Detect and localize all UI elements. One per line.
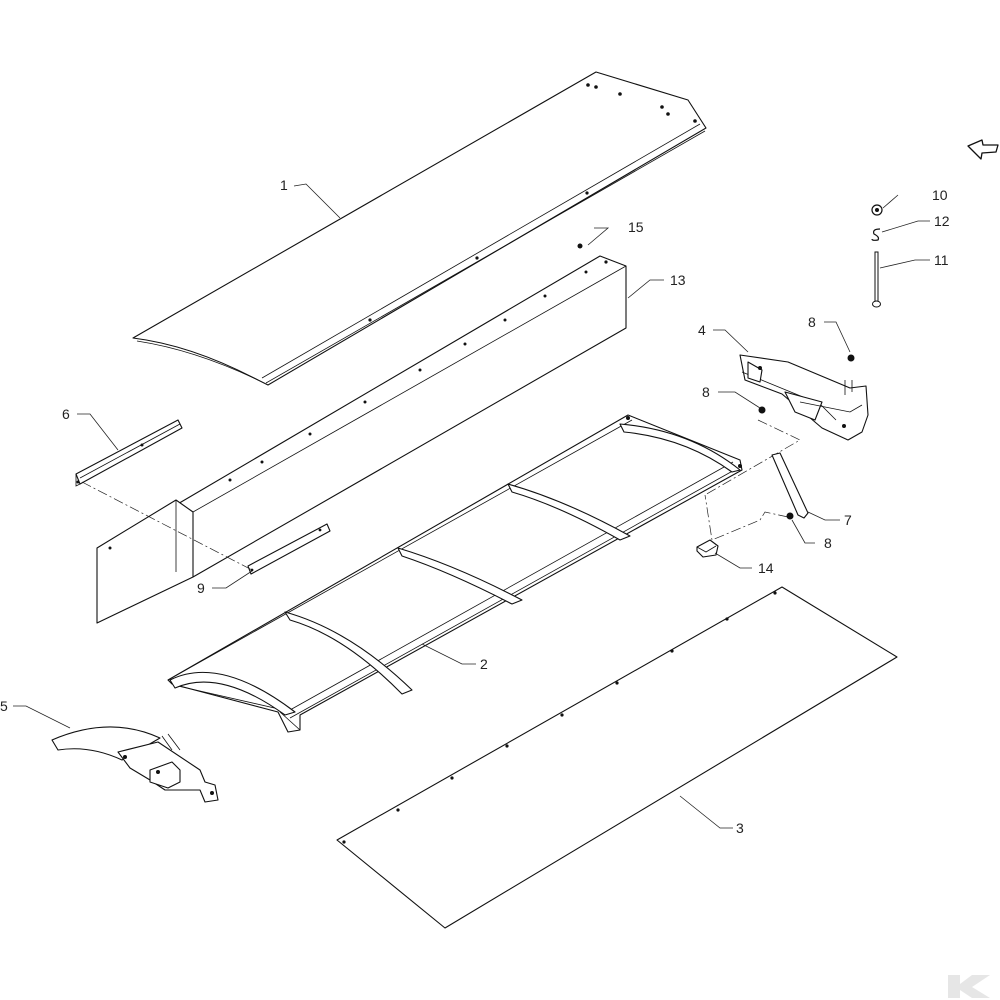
part-hinge-bracket: [51, 726, 219, 803]
part-latch-arm: [739, 354, 869, 441]
callout-13: 13: [670, 272, 686, 288]
callout-11: 11: [934, 252, 949, 268]
callout-1: 1: [280, 177, 288, 193]
callout-9: 9: [197, 580, 205, 596]
part-side-panel: [96, 255, 627, 624]
callout-8-middle: 8: [702, 384, 710, 400]
part-spring-clip: [871, 228, 881, 241]
part-pull-rod: [872, 251, 881, 308]
callout-3: 3: [736, 820, 744, 836]
part-cap: [871, 204, 883, 216]
leader-lines: [13, 183, 930, 829]
part-latch-rod: [771, 452, 809, 519]
part-upper-strip: [75, 419, 183, 487]
callout-2: 2: [480, 656, 488, 672]
assembly-line-bracket-bottom: [704, 494, 789, 541]
callout-7: 7: [844, 512, 852, 528]
part-lower-strip: [247, 523, 331, 575]
part-bottom-sheet: [336, 586, 898, 929]
part-pin: [577, 243, 583, 249]
callout-4: 4: [698, 322, 706, 338]
callout-15: 15: [628, 219, 644, 235]
assembly-line-strips: [81, 481, 253, 571]
callout-14: 14: [758, 560, 774, 576]
callout-6: 6: [62, 406, 70, 422]
part-top-cover: [132, 71, 707, 386]
direction-arrow-icon: [967, 139, 999, 160]
callout-12: 12: [934, 213, 950, 229]
part-nut-middle: [758, 406, 766, 414]
part-frame: [167, 414, 743, 733]
callout-8-lower: 8: [824, 535, 832, 551]
part-nut-upper: [847, 354, 855, 362]
part-clip: [696, 539, 719, 558]
part-nut-lower: [786, 512, 794, 520]
callout-8-upper: 8: [808, 314, 816, 330]
brand-logo-icon: [940, 970, 1000, 1000]
callout-5: 5: [0, 698, 8, 714]
callout-10: 10: [932, 187, 948, 203]
